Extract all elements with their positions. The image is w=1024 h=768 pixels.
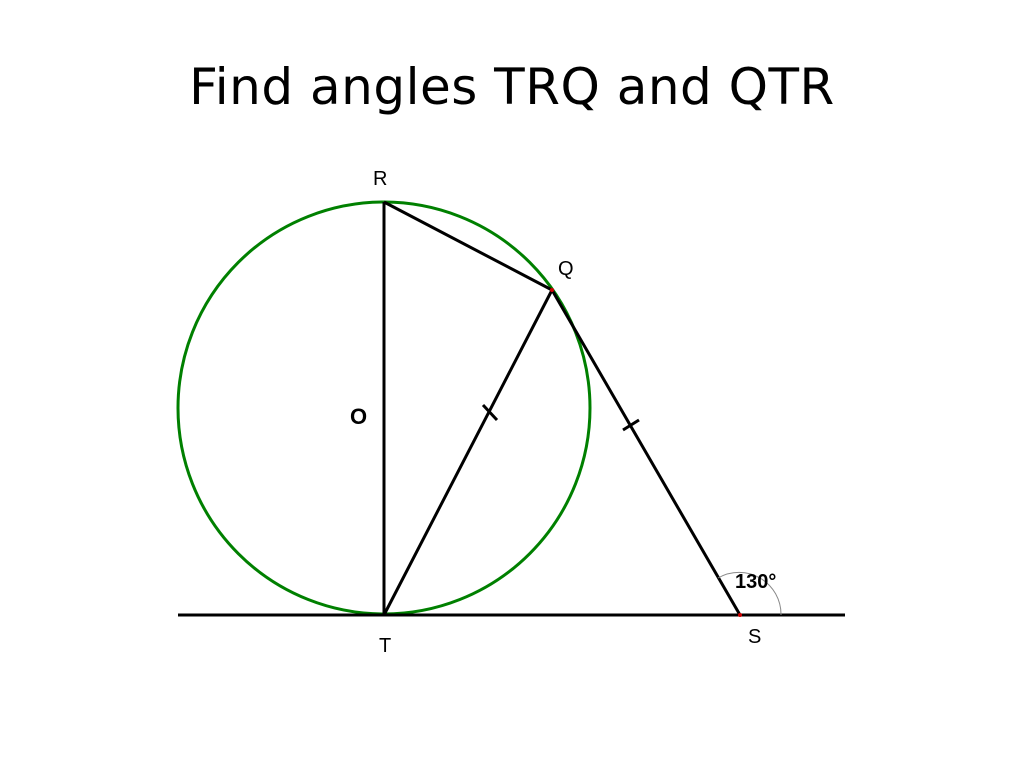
line-QS [550,289,742,616]
chord-RQ [383,200,553,292]
label-S: S [748,626,761,648]
point-S [738,613,742,617]
label-O: O [350,404,367,429]
angle-label-S: 130° [735,571,776,593]
tick-mark-QS [622,418,640,432]
angle-arc-S [717,571,782,616]
tick-mark-QT [481,403,499,422]
label-T: T [379,635,391,657]
point-Q [550,288,554,292]
chord-QT [382,289,554,616]
label-Q: Q [558,258,574,280]
label-R: R [373,168,387,190]
page-title: Find angles TRQ and QTR [189,58,835,116]
